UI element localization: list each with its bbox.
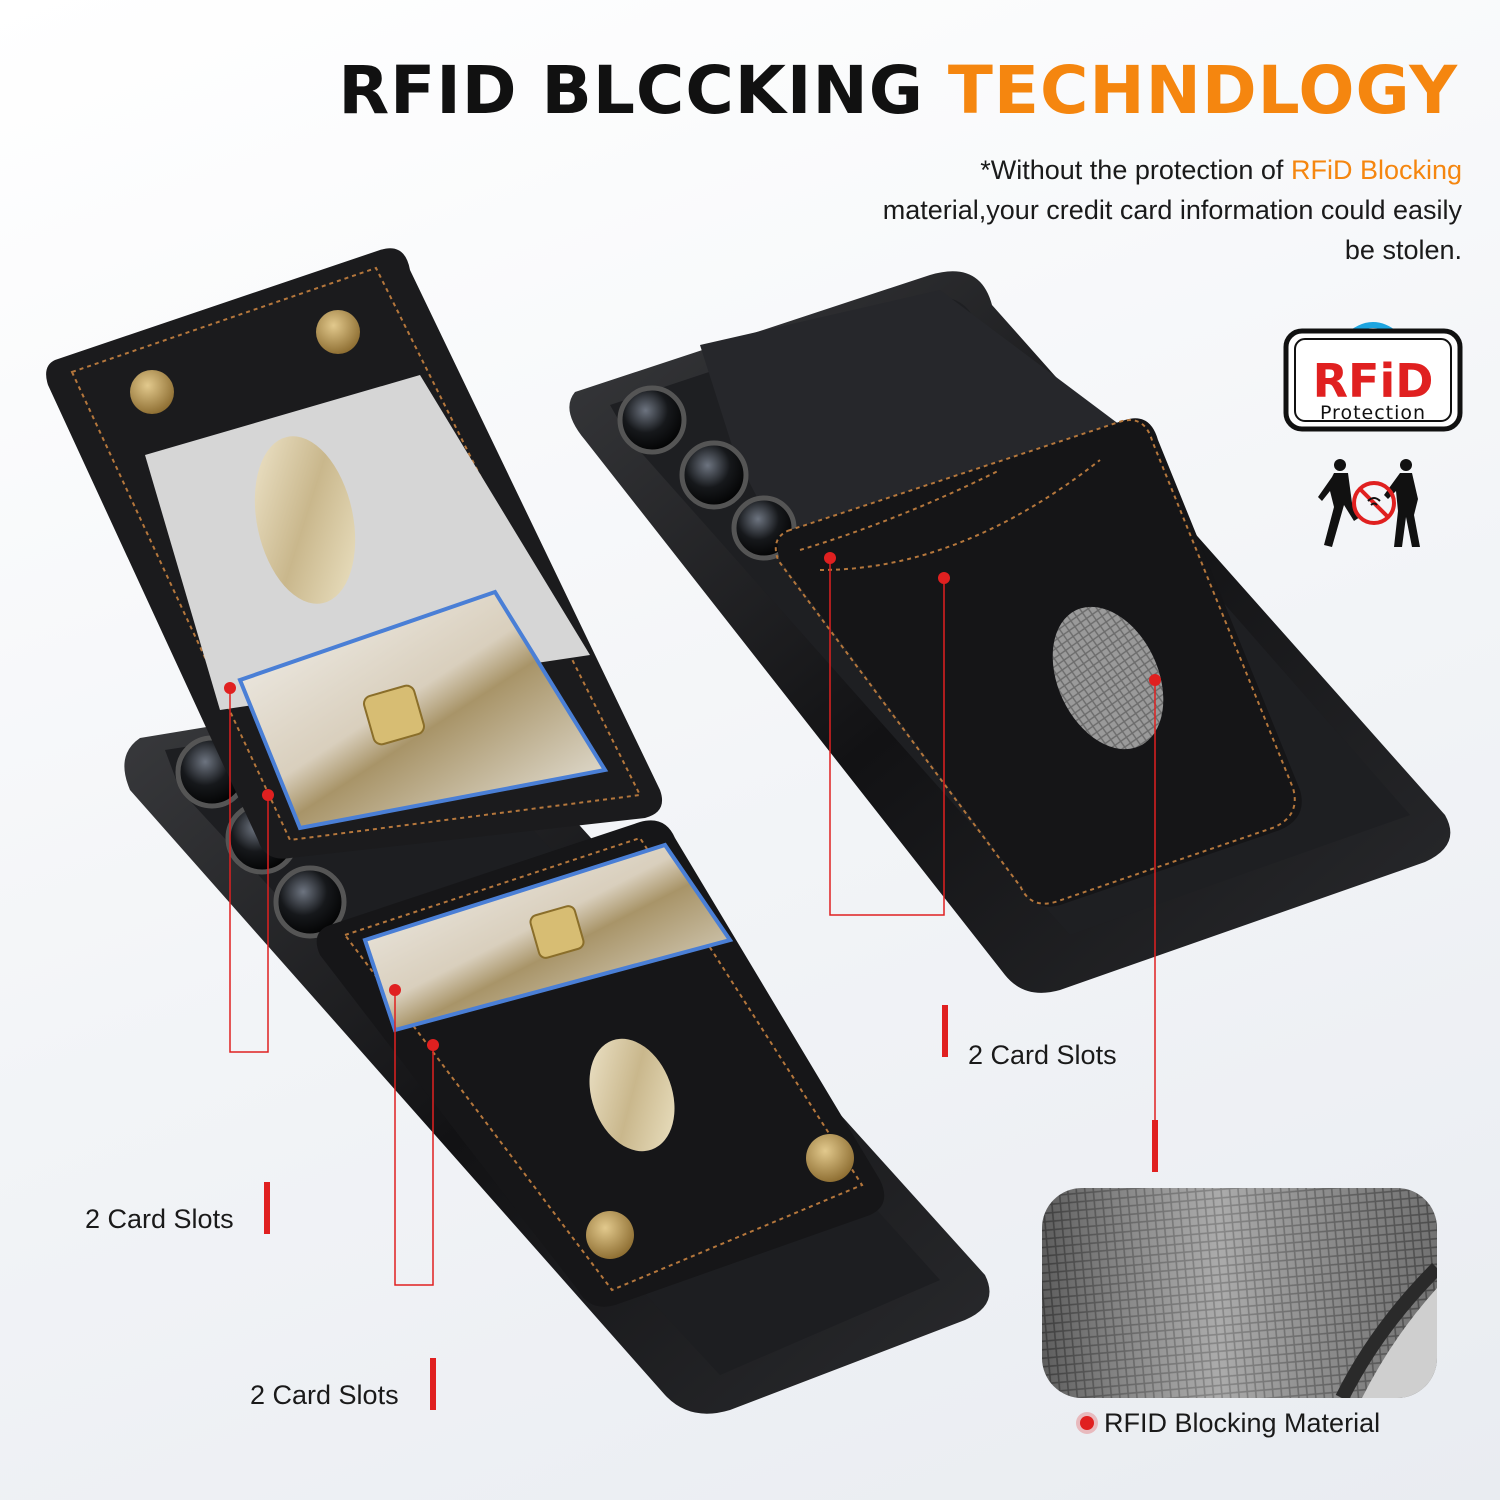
headline-part-1: RFID BLCCKING: [338, 52, 924, 129]
sim-chip-icon: [529, 905, 585, 959]
phone-right: [569, 271, 1451, 993]
snap-button-icon: [130, 310, 360, 414]
snap-button-icon: [586, 1134, 854, 1259]
headline: RFID BLCCKING TECHNDLOGY: [338, 52, 1458, 129]
material-caption-text: RFID Blocking Material: [1104, 1408, 1381, 1438]
subtext-after: material,your credit card information co…: [882, 195, 1462, 265]
badge-title: RFiD: [1313, 354, 1434, 408]
headline-part-2: TECHNDLOGY: [947, 52, 1458, 129]
badge-subtitle: Protection: [1320, 402, 1426, 424]
sim-chip-icon: [363, 684, 425, 746]
marker-dot-icon: [1080, 1415, 1094, 1430]
callout-lines: [229, 558, 1156, 1286]
callout-label-right: 2 Card Slots: [968, 1040, 1117, 1070]
rfid-material-swatch: [1042, 1188, 1437, 1398]
subtext: *Without the protection of RFiD Blocking…: [862, 150, 1462, 270]
subtext-highlight: RFiD Blocking: [1290, 155, 1462, 185]
no-scan-thief-icon: [1318, 459, 1420, 547]
callout-label-left: 2 Card Slots: [85, 1204, 234, 1234]
rfid-badge: RFiD Protection: [1283, 322, 1463, 432]
rfid-mesh-window: [1052, 606, 1164, 750]
lower-wallet: [316, 820, 885, 1307]
callout-markers: [224, 552, 1161, 1410]
camera-lens-icon: [617, 385, 797, 561]
subtext-before: *Without the protection of: [980, 155, 1284, 185]
material-caption: RFID Blocking Material: [1080, 1408, 1380, 1439]
callout-label-bottom: 2 Card Slots: [250, 1380, 399, 1410]
flip-panel: [46, 248, 663, 859]
